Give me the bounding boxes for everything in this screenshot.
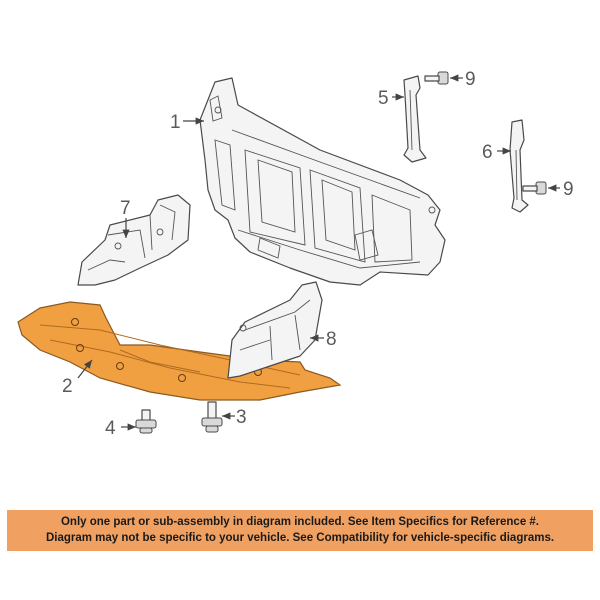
callout-2: 2 — [62, 376, 73, 397]
callout-3: 3 — [236, 407, 247, 428]
side-bracket-6 — [509, 119, 529, 213]
callout-4: 4 — [105, 418, 116, 439]
disclaimer-banner: Only one part or sub-assembly in diagram… — [7, 510, 593, 551]
side-deflector-8 — [227, 281, 323, 379]
bolt-9-upper — [424, 71, 449, 85]
callout-6: 6 — [482, 142, 493, 163]
disclaimer-line-1: Only one part or sub-assembly in diagram… — [60, 516, 540, 528]
callout-9-lower: 9 — [563, 179, 574, 200]
bolt-4 — [135, 409, 157, 434]
callout-7: 7 — [120, 198, 131, 219]
disclaimer-line-2: Diagram may not be specific to your vehi… — [45, 532, 555, 544]
callout-5: 5 — [378, 88, 389, 109]
callout-1: 1 — [170, 112, 181, 133]
bolt-3 — [201, 401, 223, 433]
radiator-support-frame — [199, 77, 446, 286]
upper-bracket-5 — [403, 75, 427, 163]
deflector-7 — [77, 194, 191, 286]
callout-8: 8 — [326, 329, 337, 350]
bolt-9-lower — [522, 181, 547, 195]
callout-9-upper: 9 — [465, 69, 476, 90]
